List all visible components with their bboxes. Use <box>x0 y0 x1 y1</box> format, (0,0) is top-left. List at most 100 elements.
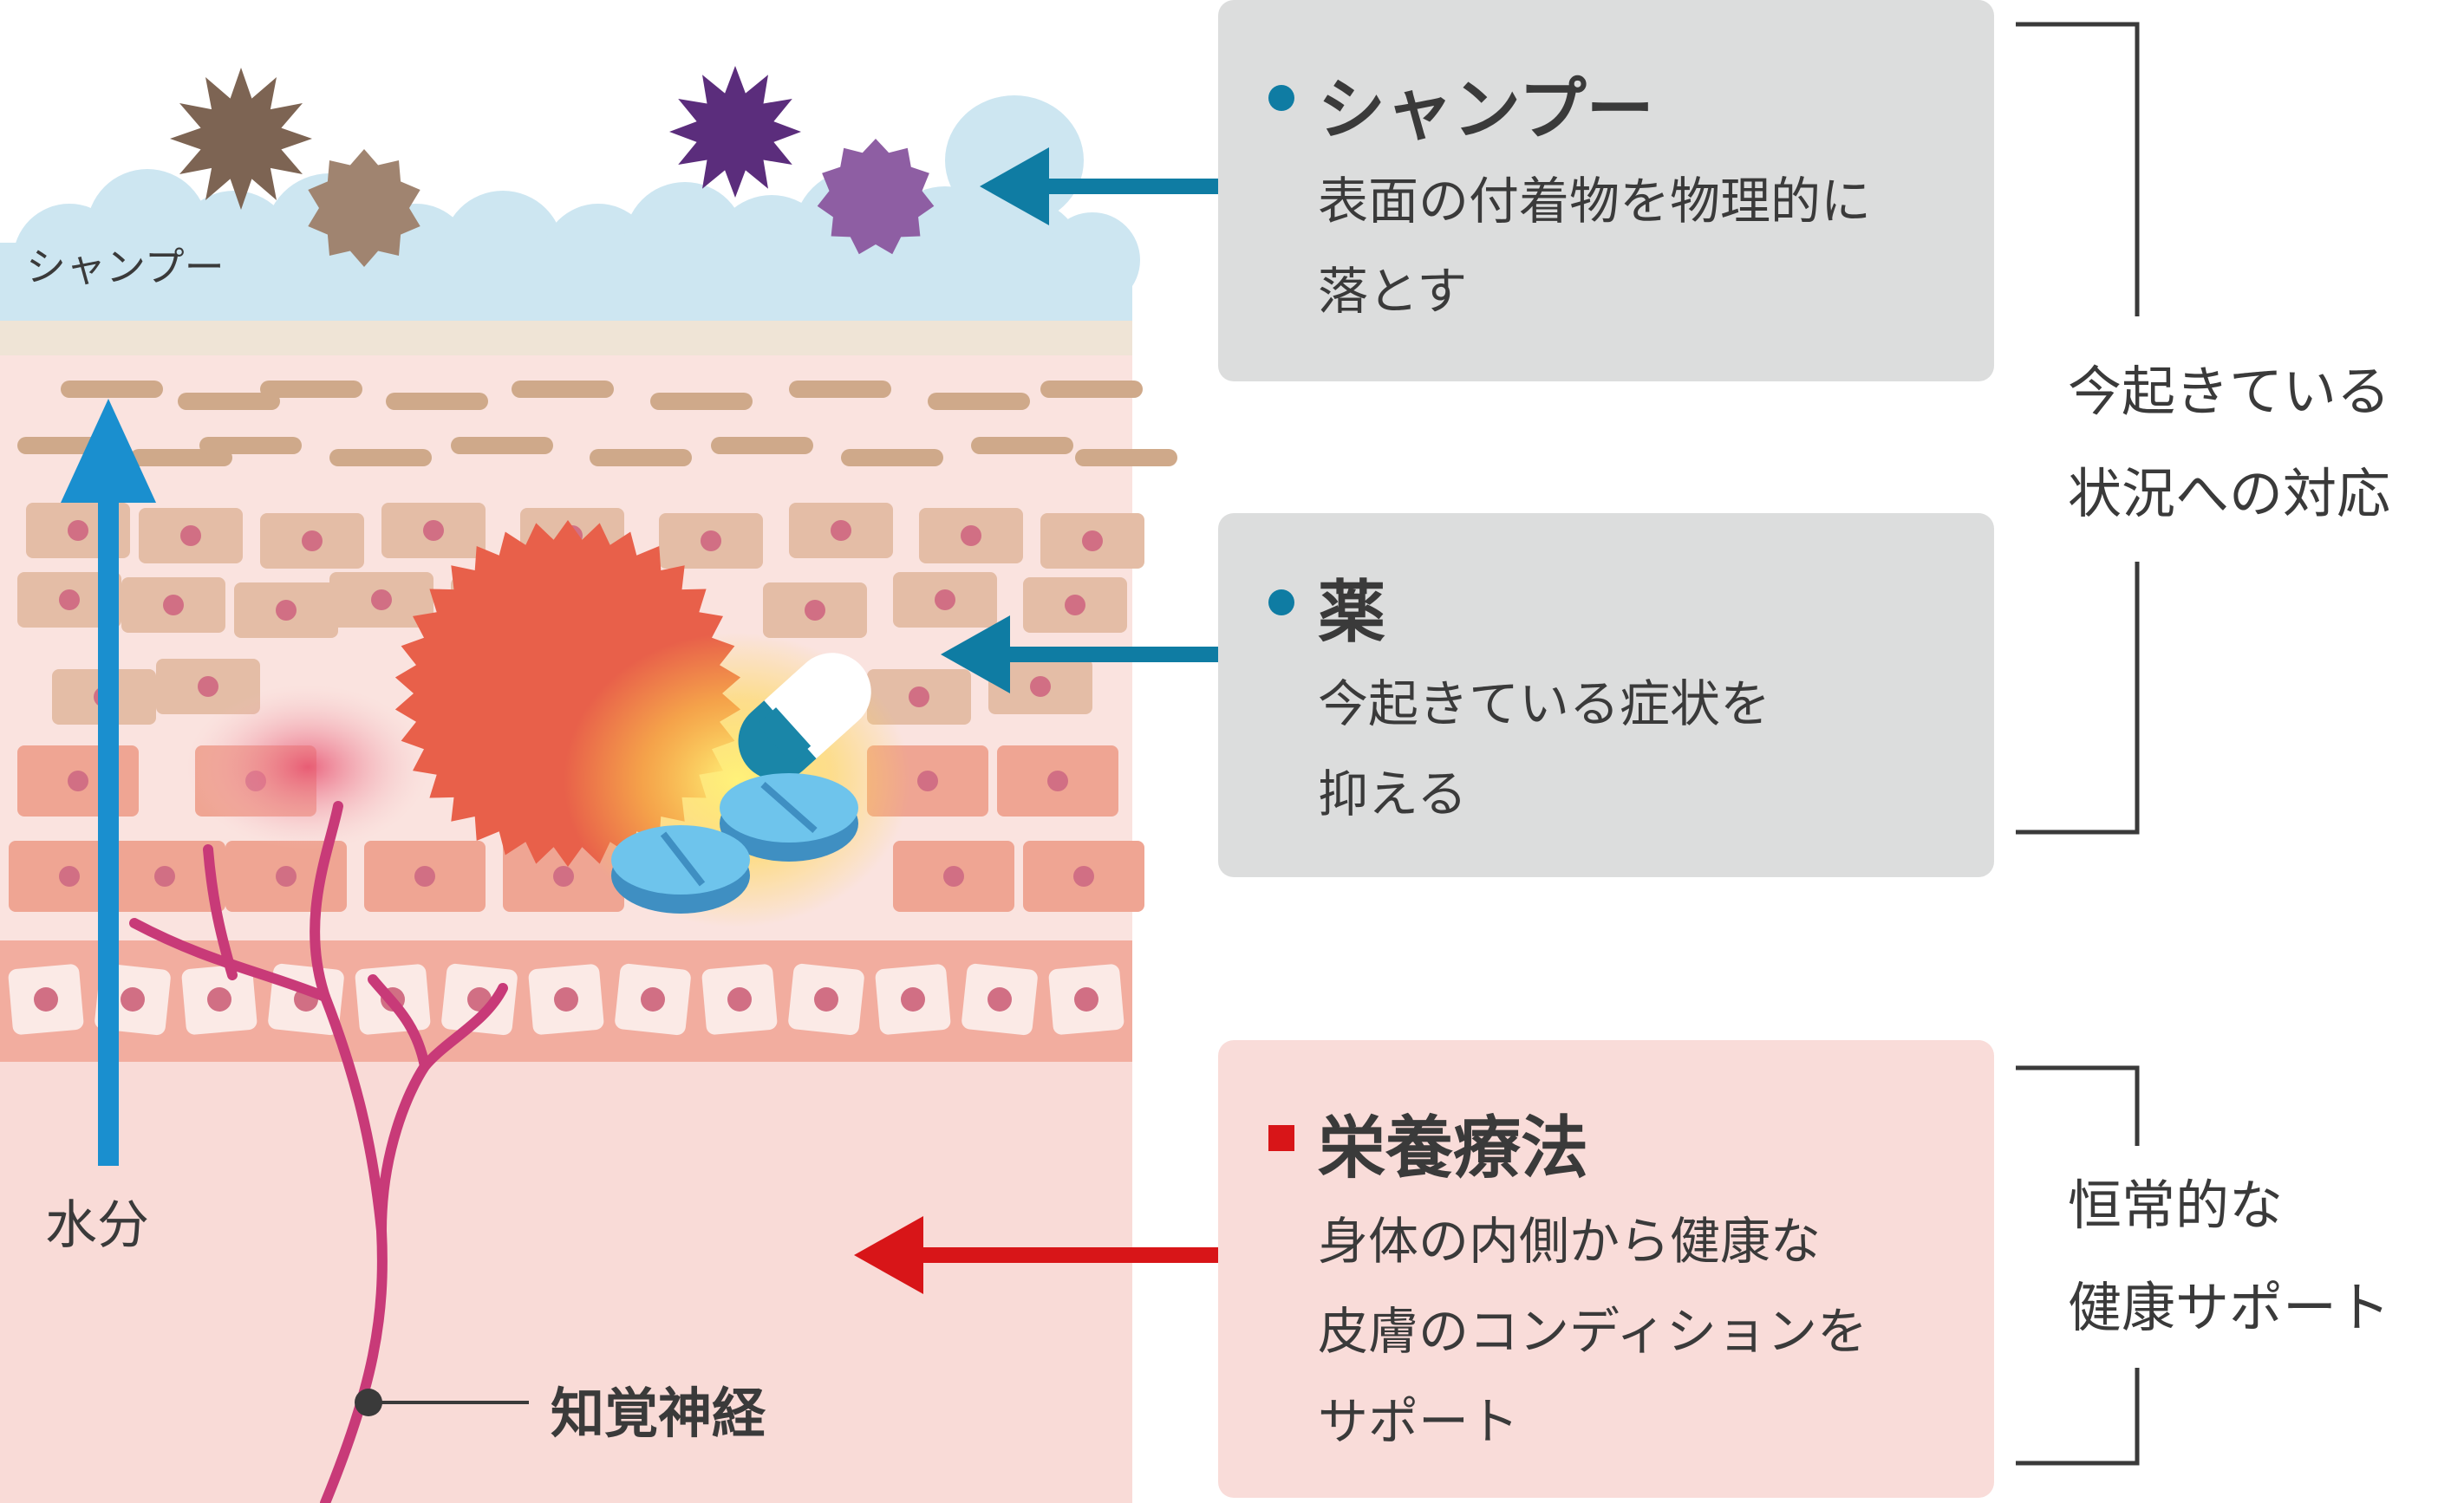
water-label: 水分 <box>45 1195 149 1256</box>
medicine-arrow-head <box>941 615 1010 693</box>
dirt-particle-icon <box>308 149 420 267</box>
cell-nucleus <box>943 866 964 887</box>
cell-nucleus <box>1047 771 1068 791</box>
cell-nucleus <box>371 589 392 610</box>
cell-nucleus <box>68 771 88 791</box>
bracket-constant-line: 健康サポート <box>2068 1276 2391 1339</box>
shampoo-desc-line: 落とす <box>1318 262 1468 321</box>
cell-nucleus <box>935 589 955 610</box>
cell-nucleus <box>814 987 838 1012</box>
cell-nucleus <box>901 987 925 1012</box>
bracket-current-line: 今起きている <box>2068 360 2391 423</box>
horny-cell <box>451 437 553 454</box>
horny-cell <box>590 449 692 466</box>
cell-nucleus <box>423 520 444 541</box>
horny-cell <box>178 393 280 410</box>
shampoo-foam <box>0 95 1140 321</box>
medicine-desc-line: 今起きている症状を <box>1318 674 1771 733</box>
horny-top <box>0 316 1132 355</box>
horny-cell <box>650 393 753 410</box>
cell-nucleus <box>701 530 721 551</box>
cell-nucleus <box>641 987 665 1012</box>
nutrition-box: 栄養療法 身体の内側から健康な 皮膚のコンディションを サポート <box>1218 1040 1994 1498</box>
capsule-icon <box>738 653 871 781</box>
cell-nucleus <box>1030 676 1051 697</box>
cell-nucleus <box>59 589 80 610</box>
horny-cell <box>512 381 614 398</box>
shampoo-title: シャンプー <box>1318 71 1654 149</box>
horny-cell <box>260 381 362 398</box>
water-arrow-head <box>61 399 156 503</box>
dirt-particle-icon <box>817 139 935 255</box>
cell-nucleus <box>121 987 145 1012</box>
nerve-pointer-dot <box>355 1389 382 1416</box>
cell-nucleus <box>831 520 851 541</box>
cell-nucleus <box>988 987 1012 1012</box>
foam-label: シャンプー <box>26 244 225 290</box>
bracket-constant <box>2016 1065 2140 1466</box>
cell-nucleus <box>1065 595 1085 615</box>
nutrition-arrow-head <box>854 1216 923 1294</box>
bullet-square-icon <box>1268 1125 1294 1151</box>
nutrition-title: 栄養療法 <box>1318 1109 1589 1187</box>
cell-nucleus <box>805 600 825 621</box>
cell-nucleus <box>909 686 929 707</box>
cell-nucleus <box>198 676 218 697</box>
cell-nucleus <box>727 987 752 1012</box>
irritation-glow <box>186 685 429 849</box>
nutrition-desc-line: 身体の内側から健康な <box>1318 1212 1822 1271</box>
cell-nucleus <box>207 987 231 1012</box>
cell-nucleus <box>163 595 184 615</box>
shampoo-box: シャンプー 表面の付着物を物理的に 落とす <box>1218 0 1994 381</box>
nutrition-desc-line: サポート <box>1318 1392 1520 1451</box>
horny-cell <box>1040 381 1143 398</box>
tablet-icon <box>611 825 750 914</box>
water-arrow-shaft <box>98 481 119 1166</box>
shampoo-arrow-head <box>980 147 1049 225</box>
cell-nucleus <box>276 600 297 621</box>
cell-nucleus <box>1073 866 1094 887</box>
cell-nucleus <box>917 771 938 791</box>
cell-nucleus <box>34 987 58 1012</box>
medicine-title: 薬 <box>1318 574 1386 652</box>
cell-nucleus <box>180 525 201 546</box>
horny-cell <box>971 437 1073 454</box>
medicine-box: 薬 今起きている症状を 抑える <box>1218 513 1994 877</box>
cell-nucleus <box>1074 987 1098 1012</box>
cell-nucleus <box>554 987 578 1012</box>
shampoo-desc-line: 表面の付着物を物理的に <box>1318 172 1872 231</box>
cell-nucleus <box>414 866 435 887</box>
cell-nucleus <box>302 530 323 551</box>
horny-cell <box>711 437 813 454</box>
horny-cell <box>61 381 163 398</box>
horny-cell <box>841 449 943 466</box>
bullet-dot-icon <box>1268 589 1294 615</box>
cell-nucleus <box>961 525 981 546</box>
cell-nucleus <box>154 866 175 887</box>
cell-nucleus <box>59 866 80 887</box>
cell-nucleus <box>553 866 574 887</box>
nutrition-desc-line: 皮膚のコンディションを <box>1318 1302 1868 1361</box>
dirt-particle-icon <box>669 66 801 198</box>
dirt-particle-icon <box>170 68 312 210</box>
cell-nucleus <box>276 866 297 887</box>
horny-cell <box>199 437 302 454</box>
dermis-layer <box>0 1049 1132 1503</box>
bracket-constant-label: 恒常的な 健康サポート <box>2068 1155 2390 1359</box>
cell-nucleus <box>68 520 88 541</box>
tablet-icon <box>720 773 858 862</box>
bracket-current <box>2016 22 2140 835</box>
bracket-current-line: 状況への対応 <box>2068 462 2391 525</box>
cell-nucleus <box>1082 530 1103 551</box>
bracket-constant-line: 恒常的な <box>2068 1174 2284 1237</box>
horny-cell <box>386 393 488 410</box>
bracket-current-label: 今起きている 状況への対応 <box>2068 341 2390 545</box>
horny-cell <box>789 381 891 398</box>
sensory-nerve <box>129 801 508 1503</box>
bullet-dot-icon <box>1268 85 1294 111</box>
medicine-desc-line: 抑える <box>1318 765 1468 823</box>
nerve-label: 知覚神経 <box>551 1382 766 1445</box>
horny-cell <box>928 393 1030 410</box>
horny-cell <box>1075 449 1177 466</box>
horny-cell <box>329 449 432 466</box>
